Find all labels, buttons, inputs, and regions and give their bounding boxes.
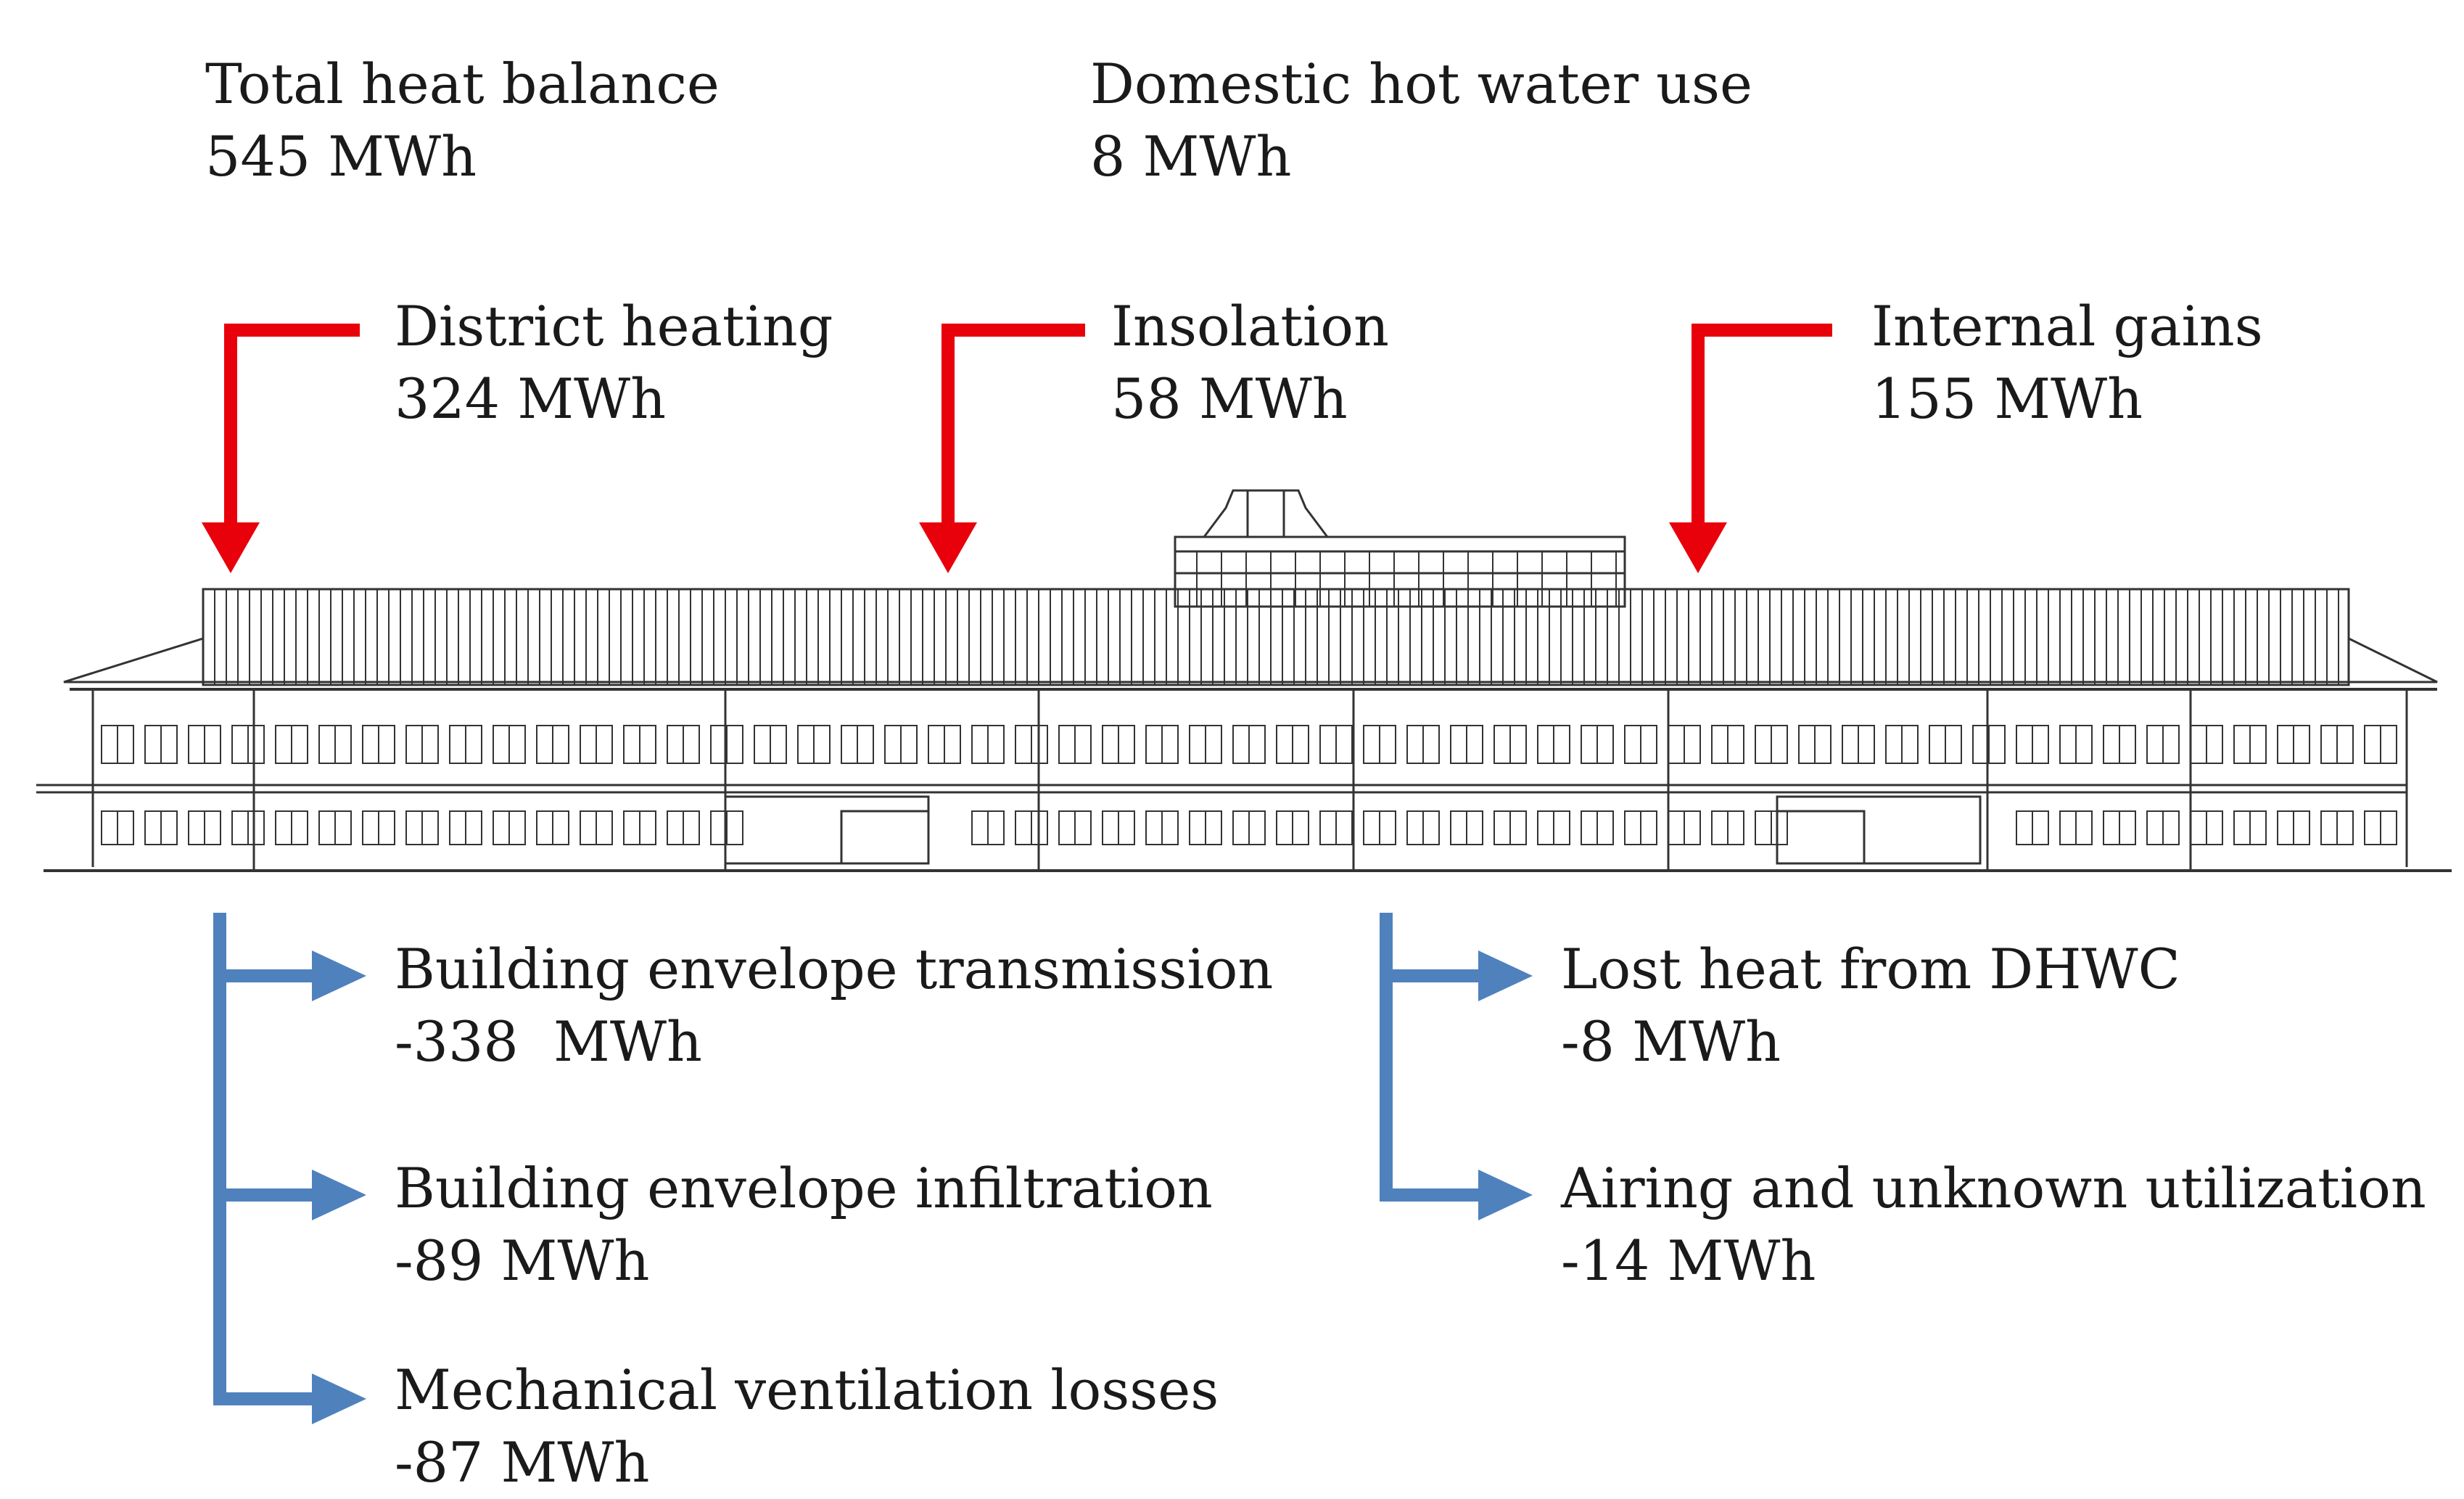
insolation-arrow bbox=[919, 324, 1085, 573]
ventilation-arrowhead bbox=[312, 1373, 366, 1424]
airing-unknown-title: Airing and unknown utilization bbox=[1561, 1156, 2426, 1220]
total-heat-balance-value: 545 MWh bbox=[205, 124, 477, 189]
envelope-transmission-value: -338 MWh bbox=[395, 1009, 702, 1074]
mechanical-ventilation-value: -87 MWh bbox=[395, 1430, 650, 1495]
dhwc-arrowhead bbox=[1478, 950, 1533, 1001]
insolation-title: Insolation bbox=[1111, 294, 1389, 358]
district-heating-label: District heating 324 MWh bbox=[395, 290, 833, 435]
total-heat-balance-title: Total heat balance bbox=[205, 52, 720, 116]
lost-heat-dhwc-title: Lost heat from DHWC bbox=[1561, 937, 2180, 1001]
insolation-value: 58 MWh bbox=[1111, 366, 1348, 431]
internal-gains-arrow bbox=[1669, 324, 1832, 573]
airing-unknown-value: -14 MWh bbox=[1561, 1228, 1816, 1293]
airing-unknown-label: Airing and unknown utilization -14 MWh bbox=[1561, 1152, 2426, 1297]
district-heating-title: District heating bbox=[395, 294, 833, 358]
roof bbox=[63, 489, 2438, 686]
mechanical-ventilation-label: Mechanical ventilation losses -87 MWh bbox=[395, 1354, 1219, 1499]
district-heating-arrow bbox=[202, 324, 360, 573]
building-elevation bbox=[36, 489, 2452, 872]
envelope-infiltration-title: Building envelope infiltration bbox=[395, 1156, 1213, 1220]
internal-gains-label: Internal gains 155 MWh bbox=[1871, 290, 2263, 435]
domestic-hot-water-title: Domestic hot water use bbox=[1090, 52, 1753, 116]
internal-gains-title: Internal gains bbox=[1871, 294, 2263, 358]
left-loss-trunk bbox=[213, 913, 366, 1424]
lost-heat-dhwc-label: Lost heat from DHWC -8 MWh bbox=[1561, 933, 2180, 1078]
domestic-hot-water-value: 8 MWh bbox=[1090, 124, 1292, 189]
mechanical-ventilation-title: Mechanical ventilation losses bbox=[395, 1358, 1219, 1422]
total-heat-balance-label: Total heat balance 545 MWh bbox=[205, 48, 720, 193]
envelope-infiltration-value: -89 MWh bbox=[395, 1228, 650, 1293]
envelope-transmission-label: Building envelope transmission -338 MWh bbox=[395, 933, 1273, 1078]
envelope-transmission-title: Building envelope transmission bbox=[395, 937, 1274, 1001]
district-heating-value: 324 MWh bbox=[395, 366, 667, 431]
facade bbox=[36, 688, 2452, 872]
lost-heat-dhwc-value: -8 MWh bbox=[1561, 1009, 1781, 1074]
insolation-label: Insolation 58 MWh bbox=[1111, 290, 1389, 435]
envelope-infiltration-label: Building envelope infiltration -89 MWh bbox=[395, 1152, 1213, 1297]
transmission-arrowhead bbox=[312, 950, 366, 1001]
internal-gains-value: 155 MWh bbox=[1871, 366, 2143, 431]
infiltration-arrowhead bbox=[312, 1170, 366, 1220]
domestic-hot-water-label: Domestic hot water use 8 MWh bbox=[1090, 48, 1752, 193]
airing-arrowhead bbox=[1478, 1170, 1533, 1220]
right-loss-trunk bbox=[1380, 913, 1533, 1220]
loss-arrows bbox=[213, 913, 1533, 1424]
gain-arrows bbox=[202, 324, 1832, 573]
